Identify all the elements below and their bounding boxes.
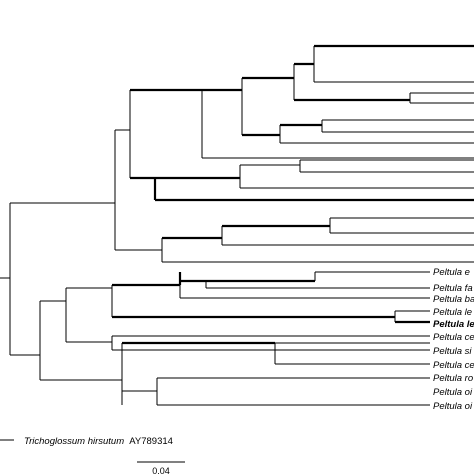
scale-bar-label: 0.04 [152,466,170,474]
upper-clade-supported-branches [130,44,474,240]
tip-label: Peltula ce [433,360,474,371]
tip-label: Peltula ro [433,373,473,384]
tree-backbone [0,202,14,355]
tip-label: Peltula e [433,267,470,278]
tip-label: Peltula fa [433,283,473,294]
lower-clade-branches [10,271,430,406]
tip-label: Peltula ce [433,332,474,343]
tip-label: Peltula oi [433,387,473,398]
outgroup-label: Trichoglossum hirsutum AY789314 [24,436,173,447]
outgroup-accession: AY789314 [129,436,173,447]
tip-label: Peltula si [433,346,472,357]
tip-label: Peltula ba [433,294,474,305]
tip-label: Peltula le [433,307,472,318]
tip-labels: Peltula e Peltula fa Peltula ba Peltula … [433,267,474,412]
tip-label: Peltula oi [433,401,473,412]
outgroup-genus: Trichoglossum hirsutum [24,436,124,447]
lower-clade-supported-branches [112,272,430,345]
tip-label-highlighted: Peltula le [433,319,474,330]
scale-bar: 0.04 [137,461,185,474]
